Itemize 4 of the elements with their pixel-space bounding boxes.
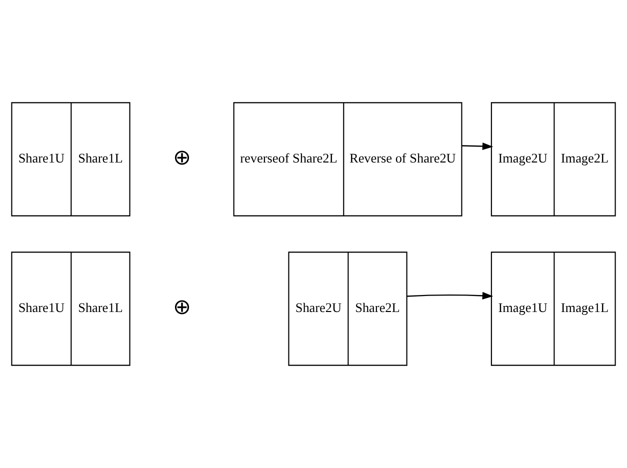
arrow — [407, 292, 494, 300]
label: ⊕ — [172, 294, 191, 319]
label: ⊕ — [172, 145, 191, 170]
arrow — [462, 142, 494, 150]
